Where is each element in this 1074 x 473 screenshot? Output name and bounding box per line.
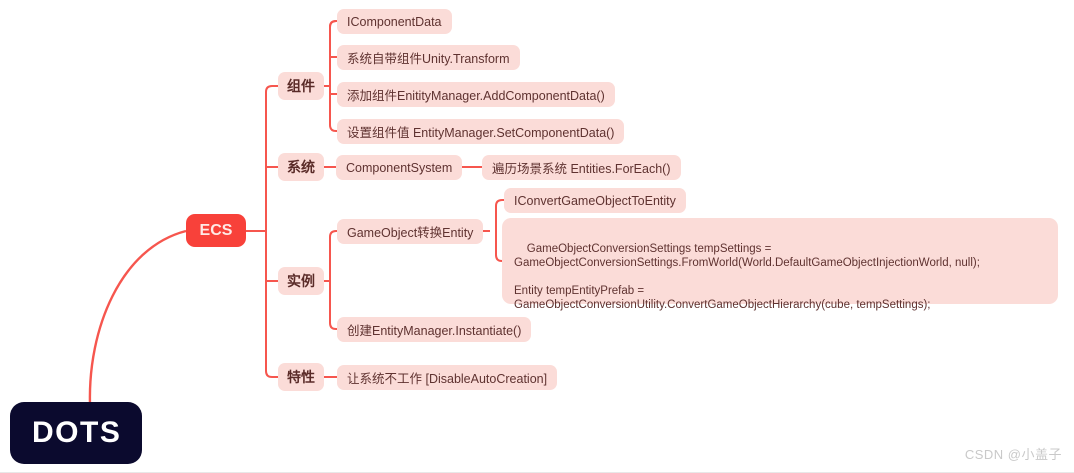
branch-label-systems: 系统 [287,159,315,175]
leaf-label: 遍历场景系统 Entities.ForEach() [492,162,671,176]
leaf-label: 设置组件值 EntityManager.SetComponentData() [347,126,615,140]
leaf-label: 让系统不工作 [DisableAutoCreation] [347,372,548,386]
connector-shili-c1 [329,230,337,238]
root-node-dots[interactable]: DOTS [10,402,142,464]
connector-zujian-c4 [329,124,337,132]
center-node-ecs[interactable]: ECS [186,214,246,247]
branch-node-attributes[interactable]: 特性 [278,363,324,391]
connector-go-c1 [495,199,504,207]
connector-zujian-c1b [329,20,337,28]
connector-dots-ecs [88,229,187,405]
leaf-node-setcomponentdata[interactable]: 设置组件值 EntityManager.SetComponentData() [337,119,625,144]
leaf-node-iconvertgameobjecttoentity[interactable]: IConvertGameObjectToEntity [504,188,686,213]
branch-node-systems[interactable]: 系统 [278,153,324,181]
leaf-label: 创建EntityManager.Instantiate() [347,324,522,338]
leaf-label: IConvertGameObjectToEntity [514,193,676,208]
leaf-node-icomponentdata[interactable]: IComponentData [337,9,452,34]
leaf-label: GameObject转换Entity [347,226,474,240]
leaf-node-unity-transform[interactable]: 系统自带组件Unity.Transform [337,45,520,70]
leaf-label: 系统自带组件Unity.Transform [347,52,510,66]
root-node-label: DOTS [32,416,122,449]
branch-label-components: 组件 [287,78,315,94]
branch-node-components[interactable]: 组件 [278,72,324,100]
leaf-label: 添加组件EnitityManager.AddComponentData() [347,89,605,103]
leaf-node-gameobject-to-entity[interactable]: GameObject转换Entity [337,219,484,244]
connector-shili-c2 [329,322,337,330]
leaf-node-conversion-code[interactable]: GameObjectConversionSettings tempSetting… [502,218,1058,311]
center-node-label: ECS [199,221,233,239]
branch-label-attributes: 特性 [287,369,315,385]
branch-label-instances: 实例 [287,273,315,289]
leaf-label: ComponentSystem [346,160,453,175]
leaf-node-componentsystem[interactable]: ComponentSystem [336,155,463,180]
watermark: CSDN @小盖子 [964,447,1062,462]
branch-node-instances[interactable]: 实例 [278,267,324,295]
connector-zujian-c1 [329,20,337,28]
connector-spine-zujian [265,85,278,98]
leaf-node-disableautocreation[interactable]: 让系统不工作 [DisableAutoCreation] [337,365,558,390]
leaf-node-entitymanager-instantiate[interactable]: 创建EntityManager.Instantiate() [337,317,532,342]
leaf-node-addcomponentdata[interactable]: 添加组件EnitityManager.AddComponentData() [337,82,615,107]
connector-spine-texing [265,365,278,378]
leaf-node-entities-foreach[interactable]: 遍历场景系统 Entities.ForEach() [482,155,681,180]
leaf-label: IComponentData [347,14,442,29]
code-text: GameObjectConversionSettings tempSetting… [514,243,980,311]
